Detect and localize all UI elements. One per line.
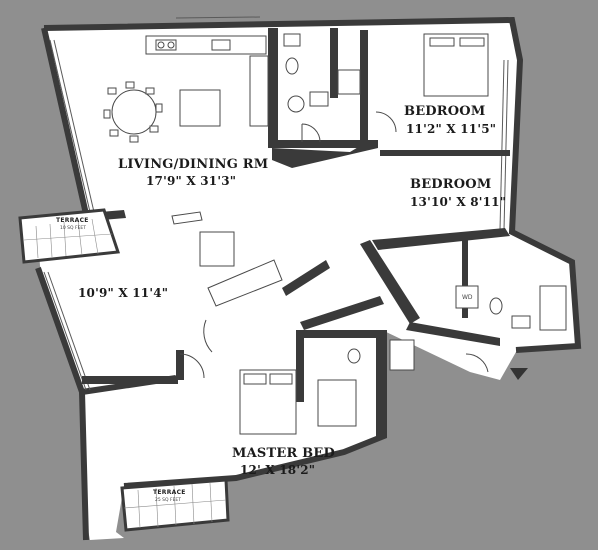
interior-walls <box>82 28 510 436</box>
windows <box>43 16 509 391</box>
bedroom-mid-label: BEDROOM <box>410 177 492 192</box>
den-dimensions: 10'9" X 11'4" <box>78 286 169 300</box>
terrace-bottom <box>120 478 230 532</box>
bedroom-top-label: BEDROOM <box>404 104 486 119</box>
master-tub <box>317 379 357 427</box>
living-room-dimensions: 17'9" X 31'3" <box>146 174 237 188</box>
doors <box>179 111 489 379</box>
top-bath-fixtures <box>283 33 361 113</box>
terrace-left-area: 10 SQ FEET <box>60 226 87 231</box>
bedroom-mid-dimensions: 13'10' X 8'11" <box>410 195 507 209</box>
terrace-bottom-label: TERRACE <box>153 489 186 496</box>
terrace-bottom-area: 25 SQ FEET <box>155 498 182 503</box>
living-furniture <box>171 211 283 307</box>
living-room-label: LIVING/DINING RM <box>118 157 269 172</box>
master-bed-dimensions: 12' X 18'2" <box>240 463 316 477</box>
master-bed <box>239 339 415 435</box>
entry-arrow <box>510 368 528 380</box>
dining-table <box>103 81 163 143</box>
lower-bath-fixtures <box>455 285 567 331</box>
kitchen-island <box>179 89 221 127</box>
terrace-left-label: TERRACE <box>56 217 89 224</box>
master-bed-label: MASTER BED <box>232 446 335 461</box>
washer-dryer-label: WD <box>462 294 473 301</box>
bedroom-top-dimensions: 11'2" X 11'5" <box>406 122 497 136</box>
bedroom-bed <box>423 33 489 97</box>
kitchen <box>145 35 269 127</box>
terrace-left <box>18 208 121 264</box>
